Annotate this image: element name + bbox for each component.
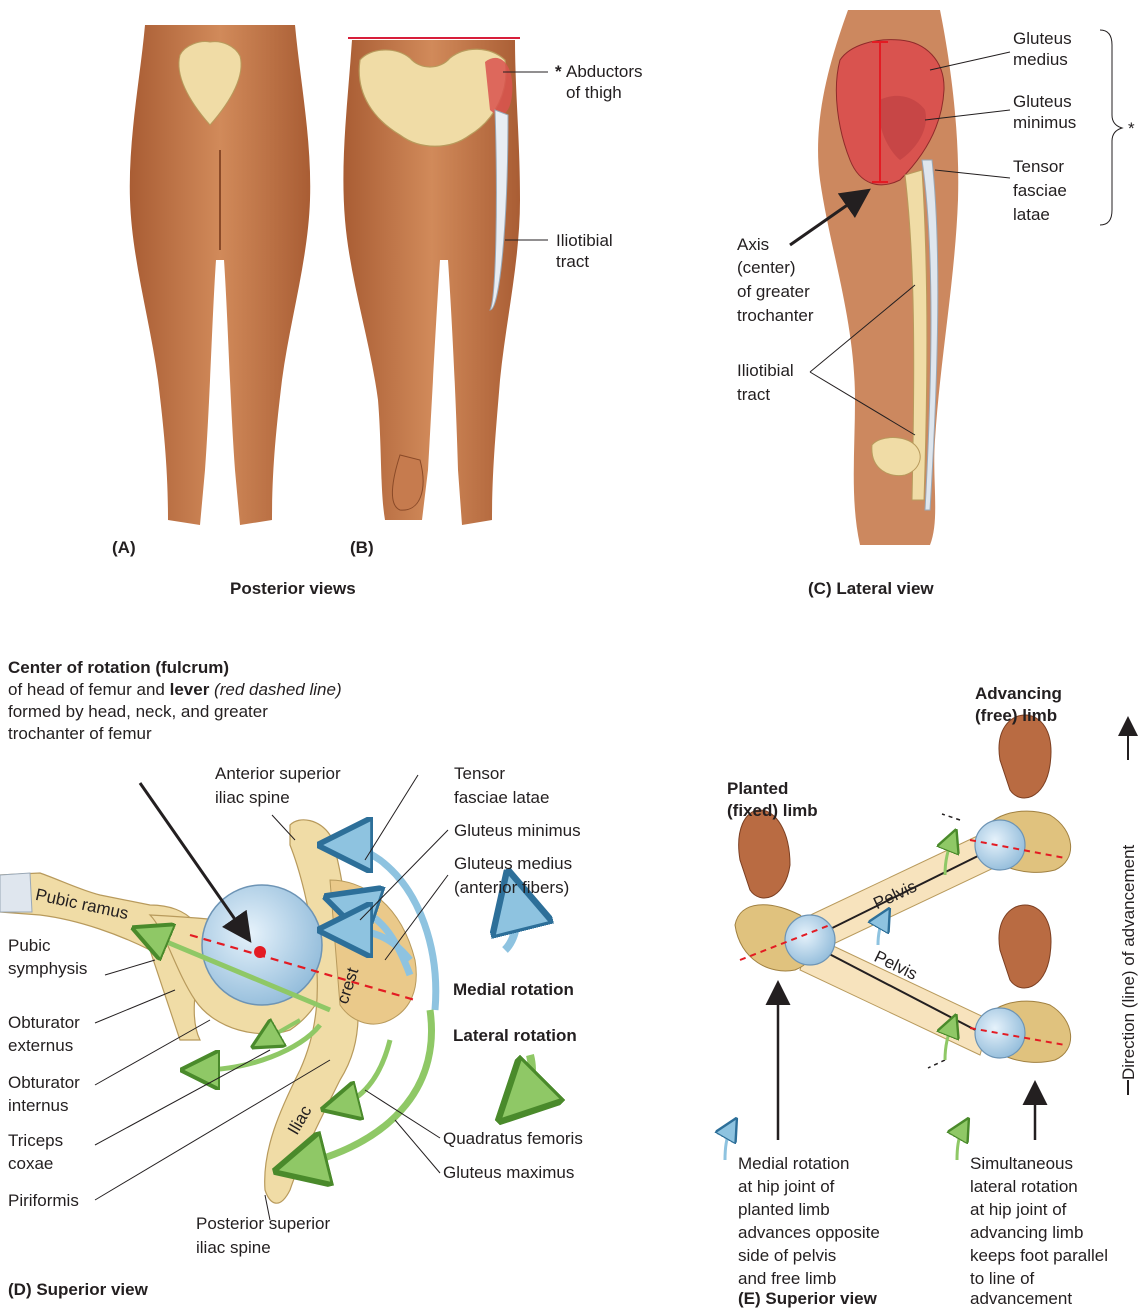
c-gluteus-medius-1: Gluteus [1013, 28, 1072, 49]
e-simul-4: advancing limb [970, 1222, 1083, 1243]
e-simul-3: at hip joint of [970, 1199, 1066, 1220]
d-lateral-rotation: Lateral rotation [453, 1025, 577, 1046]
d-obturator-internus-1: Obturator [8, 1072, 80, 1093]
c-gluteus-minimus-2: minimus [1013, 112, 1076, 133]
d-obturator-externus-1: Obturator [8, 1012, 80, 1033]
e-planted-2: (fixed) limb [727, 800, 818, 821]
c-gluteus-medius-2: medius [1013, 49, 1068, 70]
d-tensor-1: Tensor [454, 763, 505, 784]
d-gluteus-maximus: Gluteus maximus [443, 1162, 574, 1183]
c-axis-3: of greater [737, 281, 810, 302]
d-pubic-symphysis-2: symphysis [8, 958, 87, 979]
abductors-label-1: Abductors [566, 61, 643, 82]
c-axis-2: (center) [737, 257, 796, 278]
d-center-title: Center of rotation (fulcrum) [8, 657, 229, 678]
panel-b-label: (B) [350, 537, 374, 558]
panel-a-figure [130, 25, 310, 525]
c-iliotibial-1: Iliotibial [737, 360, 794, 381]
d-piriformis: Piriformis [8, 1190, 79, 1211]
d-gluteus-medius-2: (anterior fibers) [454, 877, 569, 898]
e-medial-3: planted limb [738, 1199, 830, 1220]
d-gluteus-minimus: Gluteus minimus [454, 820, 581, 841]
c-bracket-star: * [1128, 118, 1135, 139]
e-simul-2: lateral rotation [970, 1176, 1078, 1197]
e-advancing-2: (free) limb [975, 705, 1057, 726]
e-simul-5: keeps foot parallel [970, 1245, 1108, 1266]
d-superior-view-caption: (D) Superior view [8, 1279, 148, 1300]
c-axis-1: Axis [737, 234, 769, 255]
c-tensor-1: Tensor [1013, 156, 1064, 177]
e-advancing-1: Advancing [975, 683, 1062, 704]
e-simul-1: Simultaneous [970, 1153, 1073, 1174]
d-medial-rotation: Medial rotation [453, 979, 574, 1000]
abductors-star: * [555, 61, 562, 82]
d-asis-2: iliac spine [215, 787, 290, 808]
d-center-line2: of head of femur and lever (red dashed l… [8, 679, 342, 700]
d-psis-1: Posterior superior [196, 1213, 330, 1234]
d-triceps-coxae-2: coxae [8, 1153, 53, 1174]
e-simul-6: to line of [970, 1268, 1034, 1289]
e-medial-1: Medial rotation [738, 1153, 850, 1174]
panel-a-label: (A) [112, 537, 136, 558]
e-planted-1: Planted [727, 778, 788, 799]
d-obturator-externus-2: externus [8, 1035, 73, 1056]
c-iliotibial-2: tract [737, 384, 770, 405]
lateral-view-caption: (C) Lateral view [808, 578, 934, 599]
d-pubic-symphysis-1: Pubic [8, 935, 51, 956]
e-medial-6: and free limb [738, 1268, 836, 1289]
abductors-label-2: of thigh [566, 82, 622, 103]
d-quadratus-femoris: Quadratus femoris [443, 1128, 583, 1149]
e-medial-2: at hip joint of [738, 1176, 834, 1197]
d-triceps-coxae-1: Triceps [8, 1130, 63, 1151]
e-superior-view-caption: (E) Superior view [738, 1288, 877, 1309]
iliotibial-label-2: tract [556, 251, 589, 272]
c-tensor-2: fasciae [1013, 180, 1067, 201]
e-medial-5: side of pelvis [738, 1245, 836, 1266]
panel-b-figure [343, 38, 520, 525]
d-tensor-2: fasciae latae [454, 787, 549, 808]
d-gluteus-medius-1: Gluteus medius [454, 853, 572, 874]
posterior-views-caption: Posterior views [230, 578, 356, 599]
c-axis-4: trochanter [737, 305, 814, 326]
c-tensor-3: latae [1013, 204, 1050, 225]
d-psis-2: iliac spine [196, 1237, 271, 1258]
d-center-line4: trochanter of femur [8, 723, 152, 744]
c-gluteus-minimus-1: Gluteus [1013, 91, 1072, 112]
panel-c-figure [790, 10, 1122, 545]
e-direction-label: Direction (line) of advancement [1118, 845, 1139, 1080]
iliotibial-label-1: Iliotibial [556, 230, 613, 251]
d-center-line3: formed by head, neck, and greater [8, 701, 268, 722]
e-simul-7: advancement [970, 1288, 1072, 1309]
e-medial-4: advances opposite [738, 1222, 880, 1243]
d-asis-1: Anterior superior [215, 763, 341, 784]
d-obturator-internus-2: internus [8, 1095, 68, 1116]
